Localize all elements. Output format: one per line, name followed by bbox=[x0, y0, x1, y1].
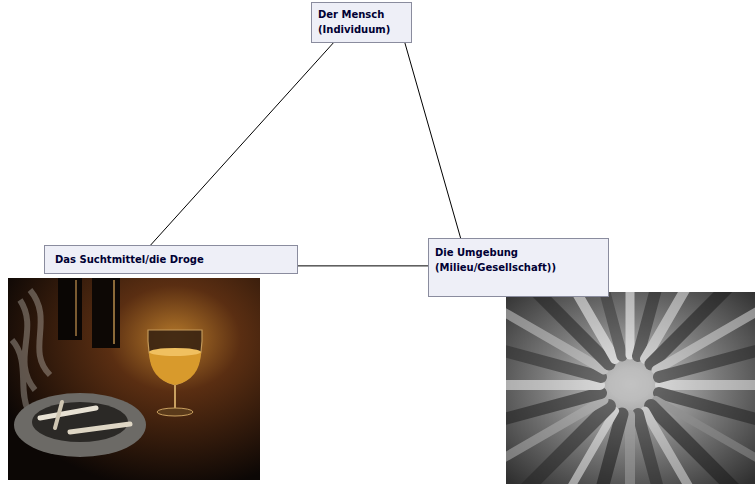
box-label: Der Mensch (Individuum) bbox=[318, 7, 405, 37]
photo-background bbox=[8, 278, 260, 480]
brandy bbox=[149, 352, 201, 385]
blur-center bbox=[608, 369, 652, 401]
connector-line bbox=[405, 43, 461, 238]
brandy-surface bbox=[149, 348, 201, 356]
box-label: Die Umgebung (Milieu/Gesellschaft)) bbox=[435, 245, 602, 275]
bottle bbox=[92, 278, 120, 348]
box-label: Das Suchtmittel/die Droge bbox=[55, 252, 287, 267]
motion-blur-streaks bbox=[506, 292, 755, 484]
concept-box: Der Mensch (Individuum) bbox=[311, 2, 412, 43]
connector-line bbox=[151, 43, 334, 245]
cigarette bbox=[70, 424, 130, 432]
cigarette bbox=[55, 402, 62, 428]
concept-box: Das Suchtmittel/die Droge bbox=[44, 245, 298, 274]
bottle-highlight bbox=[113, 280, 115, 344]
crowd-photo bbox=[506, 292, 755, 484]
connector-line bbox=[298, 265, 428, 266]
bottle-highlight bbox=[75, 280, 77, 336]
ashtray bbox=[14, 393, 146, 457]
cigarette bbox=[40, 408, 96, 418]
brandy-glass bbox=[148, 330, 202, 385]
smoke bbox=[12, 290, 50, 410]
glass-stem bbox=[174, 385, 176, 410]
alcohol-cigarette-photo bbox=[8, 278, 260, 480]
bottle bbox=[58, 278, 82, 340]
concept-box: Die Umgebung (Milieu/Gesellschaft)) bbox=[428, 238, 609, 297]
ashtray-inner bbox=[32, 402, 128, 442]
glass-base bbox=[157, 408, 193, 416]
